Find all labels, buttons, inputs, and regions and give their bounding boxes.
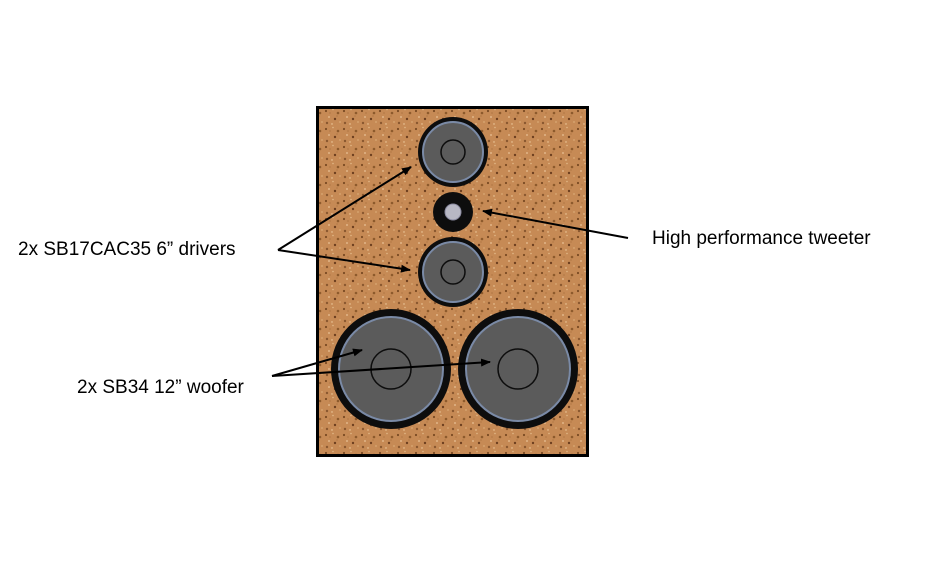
arrow-icon — [271, 358, 491, 377]
tweeter-label: High performance tweeter — [652, 228, 871, 249]
arrow-icon — [277, 166, 412, 251]
midrange-driver-icon — [418, 117, 488, 187]
arrow-icon — [271, 348, 363, 377]
tweeter-icon — [433, 192, 473, 232]
arrow-icon — [482, 208, 629, 239]
woofer-icon — [458, 309, 578, 429]
woofer-label: 2x SB34 12” woofer — [77, 377, 244, 398]
midrange-driver-icon — [418, 237, 488, 307]
midrange-driver-label: 2x SB17CAC35 6” drivers — [18, 239, 236, 260]
arrow-icon — [277, 249, 411, 273]
